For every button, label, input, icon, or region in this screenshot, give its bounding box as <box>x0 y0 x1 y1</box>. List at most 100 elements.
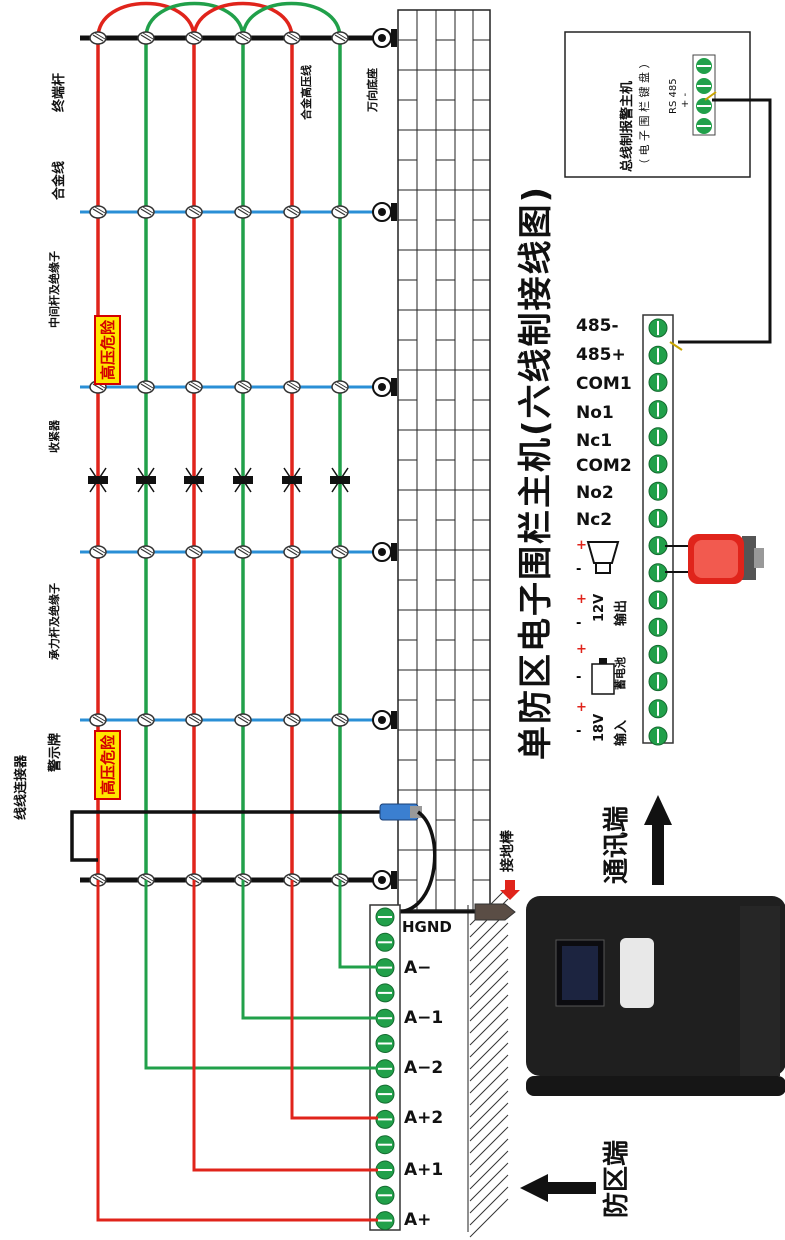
terminal-screw <box>648 644 668 664</box>
label-12v-output: 输出 <box>614 599 629 626</box>
insulator-icon <box>185 31 203 45</box>
terminal-screw <box>648 481 668 501</box>
minus-mark-battery: - <box>576 670 582 685</box>
label-wire-connector: 线线连接器 <box>14 754 29 820</box>
insulator-icon <box>89 205 107 219</box>
term-com1: COM1 <box>576 374 632 394</box>
ground-arrow <box>500 880 520 900</box>
page-title: 单防区电子围栏主机(六线制接线图) <box>516 184 556 760</box>
insulator-icon <box>185 205 203 219</box>
insulator-icon <box>234 380 252 394</box>
plus-mark-battery: + <box>576 642 587 657</box>
ground-hatch <box>467 886 509 1238</box>
speaker-icon <box>586 541 620 574</box>
base-icon <box>372 202 397 222</box>
label-12v: 12V <box>592 593 607 622</box>
term-a-plus2: A+2 <box>404 1108 444 1128</box>
label-warning-sign: 警示牌 <box>48 732 63 772</box>
terminal-screw <box>375 907 395 927</box>
wire-connector-loop <box>70 810 390 862</box>
insulator-icon <box>185 545 203 559</box>
terminal-screw <box>648 672 668 692</box>
terminal-screw <box>648 372 668 392</box>
universal-bases <box>372 28 397 890</box>
base-icon <box>372 870 397 890</box>
label-alloy-wire: 合金线 <box>52 160 67 200</box>
label-alloy-hv-wire: 合金高压线 <box>300 65 313 120</box>
minus-mark-18v: - <box>576 724 582 739</box>
terminal-screw <box>375 1211 395 1231</box>
terminal-screw <box>375 1185 395 1205</box>
terminal-screw <box>648 345 668 365</box>
label-battery: 蓄电池 <box>614 657 627 690</box>
term-a-minus: A− <box>404 958 432 978</box>
minus-mark-12v: - <box>576 616 582 631</box>
insulator-icon <box>331 380 349 394</box>
terminal-screw <box>648 400 668 420</box>
plus-mark-18v: + <box>576 700 587 715</box>
fence-wires <box>96 1 342 880</box>
terminal-screw <box>375 1059 395 1079</box>
term-nc2: Nc2 <box>576 510 613 530</box>
terminal-screw <box>375 1135 395 1155</box>
insulator-icon <box>283 31 301 45</box>
term-a-plus1: A+1 <box>404 1160 444 1180</box>
terminal-screw <box>375 983 395 1003</box>
label-universal-base: 万向底座 <box>366 68 379 112</box>
insulator-icon <box>331 205 349 219</box>
insulator-icon <box>234 713 252 727</box>
label-middle-pole: 中间杆及绝缘子 <box>48 251 61 328</box>
keyboard-title: 总线制报警主机 <box>620 80 635 172</box>
insulator-icon <box>89 545 107 559</box>
right-terminal-block <box>642 314 674 746</box>
label-zone-end: 防区端 <box>602 1139 632 1218</box>
label-comm-end: 通讯端 <box>602 805 632 884</box>
keyboard-rs485: RS 485 <box>668 78 679 114</box>
tensioner-icon <box>136 467 156 493</box>
insulators <box>89 31 349 887</box>
insulator-icon <box>137 380 155 394</box>
terminal-screw <box>648 617 668 637</box>
hgnd-lead <box>397 810 437 914</box>
terminal-screw <box>375 1008 395 1028</box>
insulator-icon <box>283 380 301 394</box>
insulator-icon <box>185 713 203 727</box>
insulator-icon <box>185 380 203 394</box>
terminal-screw <box>648 318 668 338</box>
label-ground-rod: 接地棒 <box>500 830 516 872</box>
minus-mark-speaker: - <box>576 562 582 577</box>
insulator-icon <box>137 713 155 727</box>
base-icon <box>372 710 397 730</box>
terminal-screw <box>375 1034 395 1053</box>
insulator-icon <box>283 713 301 727</box>
warning-sign-top: 高压危险 <box>94 314 121 385</box>
term-hgnd: HGND <box>402 918 452 936</box>
keyboard-pm: + - <box>680 92 691 108</box>
rs485-cable <box>678 98 772 344</box>
terminal-screw <box>648 536 668 556</box>
plus-mark-speaker: + <box>576 538 587 553</box>
terminal-screw <box>648 427 668 447</box>
insulator-icon <box>234 205 252 219</box>
label-terminal-pole: 终端杆 <box>52 72 67 112</box>
base-icon <box>372 377 397 397</box>
insulator-icon <box>137 545 155 559</box>
insulator-icon <box>331 713 349 727</box>
zone-wires <box>96 880 378 1222</box>
term-a-minus2: A−2 <box>404 1058 444 1078</box>
term-no2: No2 <box>576 483 614 503</box>
insulator-icon <box>331 31 349 45</box>
terminal-screw <box>648 726 668 746</box>
base-icon <box>372 542 397 562</box>
tensioner-icon <box>330 467 350 493</box>
terminal-screw <box>375 1160 395 1180</box>
left-arrow-icon <box>520 1174 596 1202</box>
label-18v: 18V <box>592 713 607 742</box>
insulator-icon <box>234 31 252 45</box>
blue-poles <box>80 210 390 722</box>
insulator-icon <box>137 205 155 219</box>
label-tensioner: 收紧器 <box>48 420 61 453</box>
wall <box>397 9 491 911</box>
keyboard-box <box>564 31 751 178</box>
tensioner-icon <box>88 467 108 493</box>
